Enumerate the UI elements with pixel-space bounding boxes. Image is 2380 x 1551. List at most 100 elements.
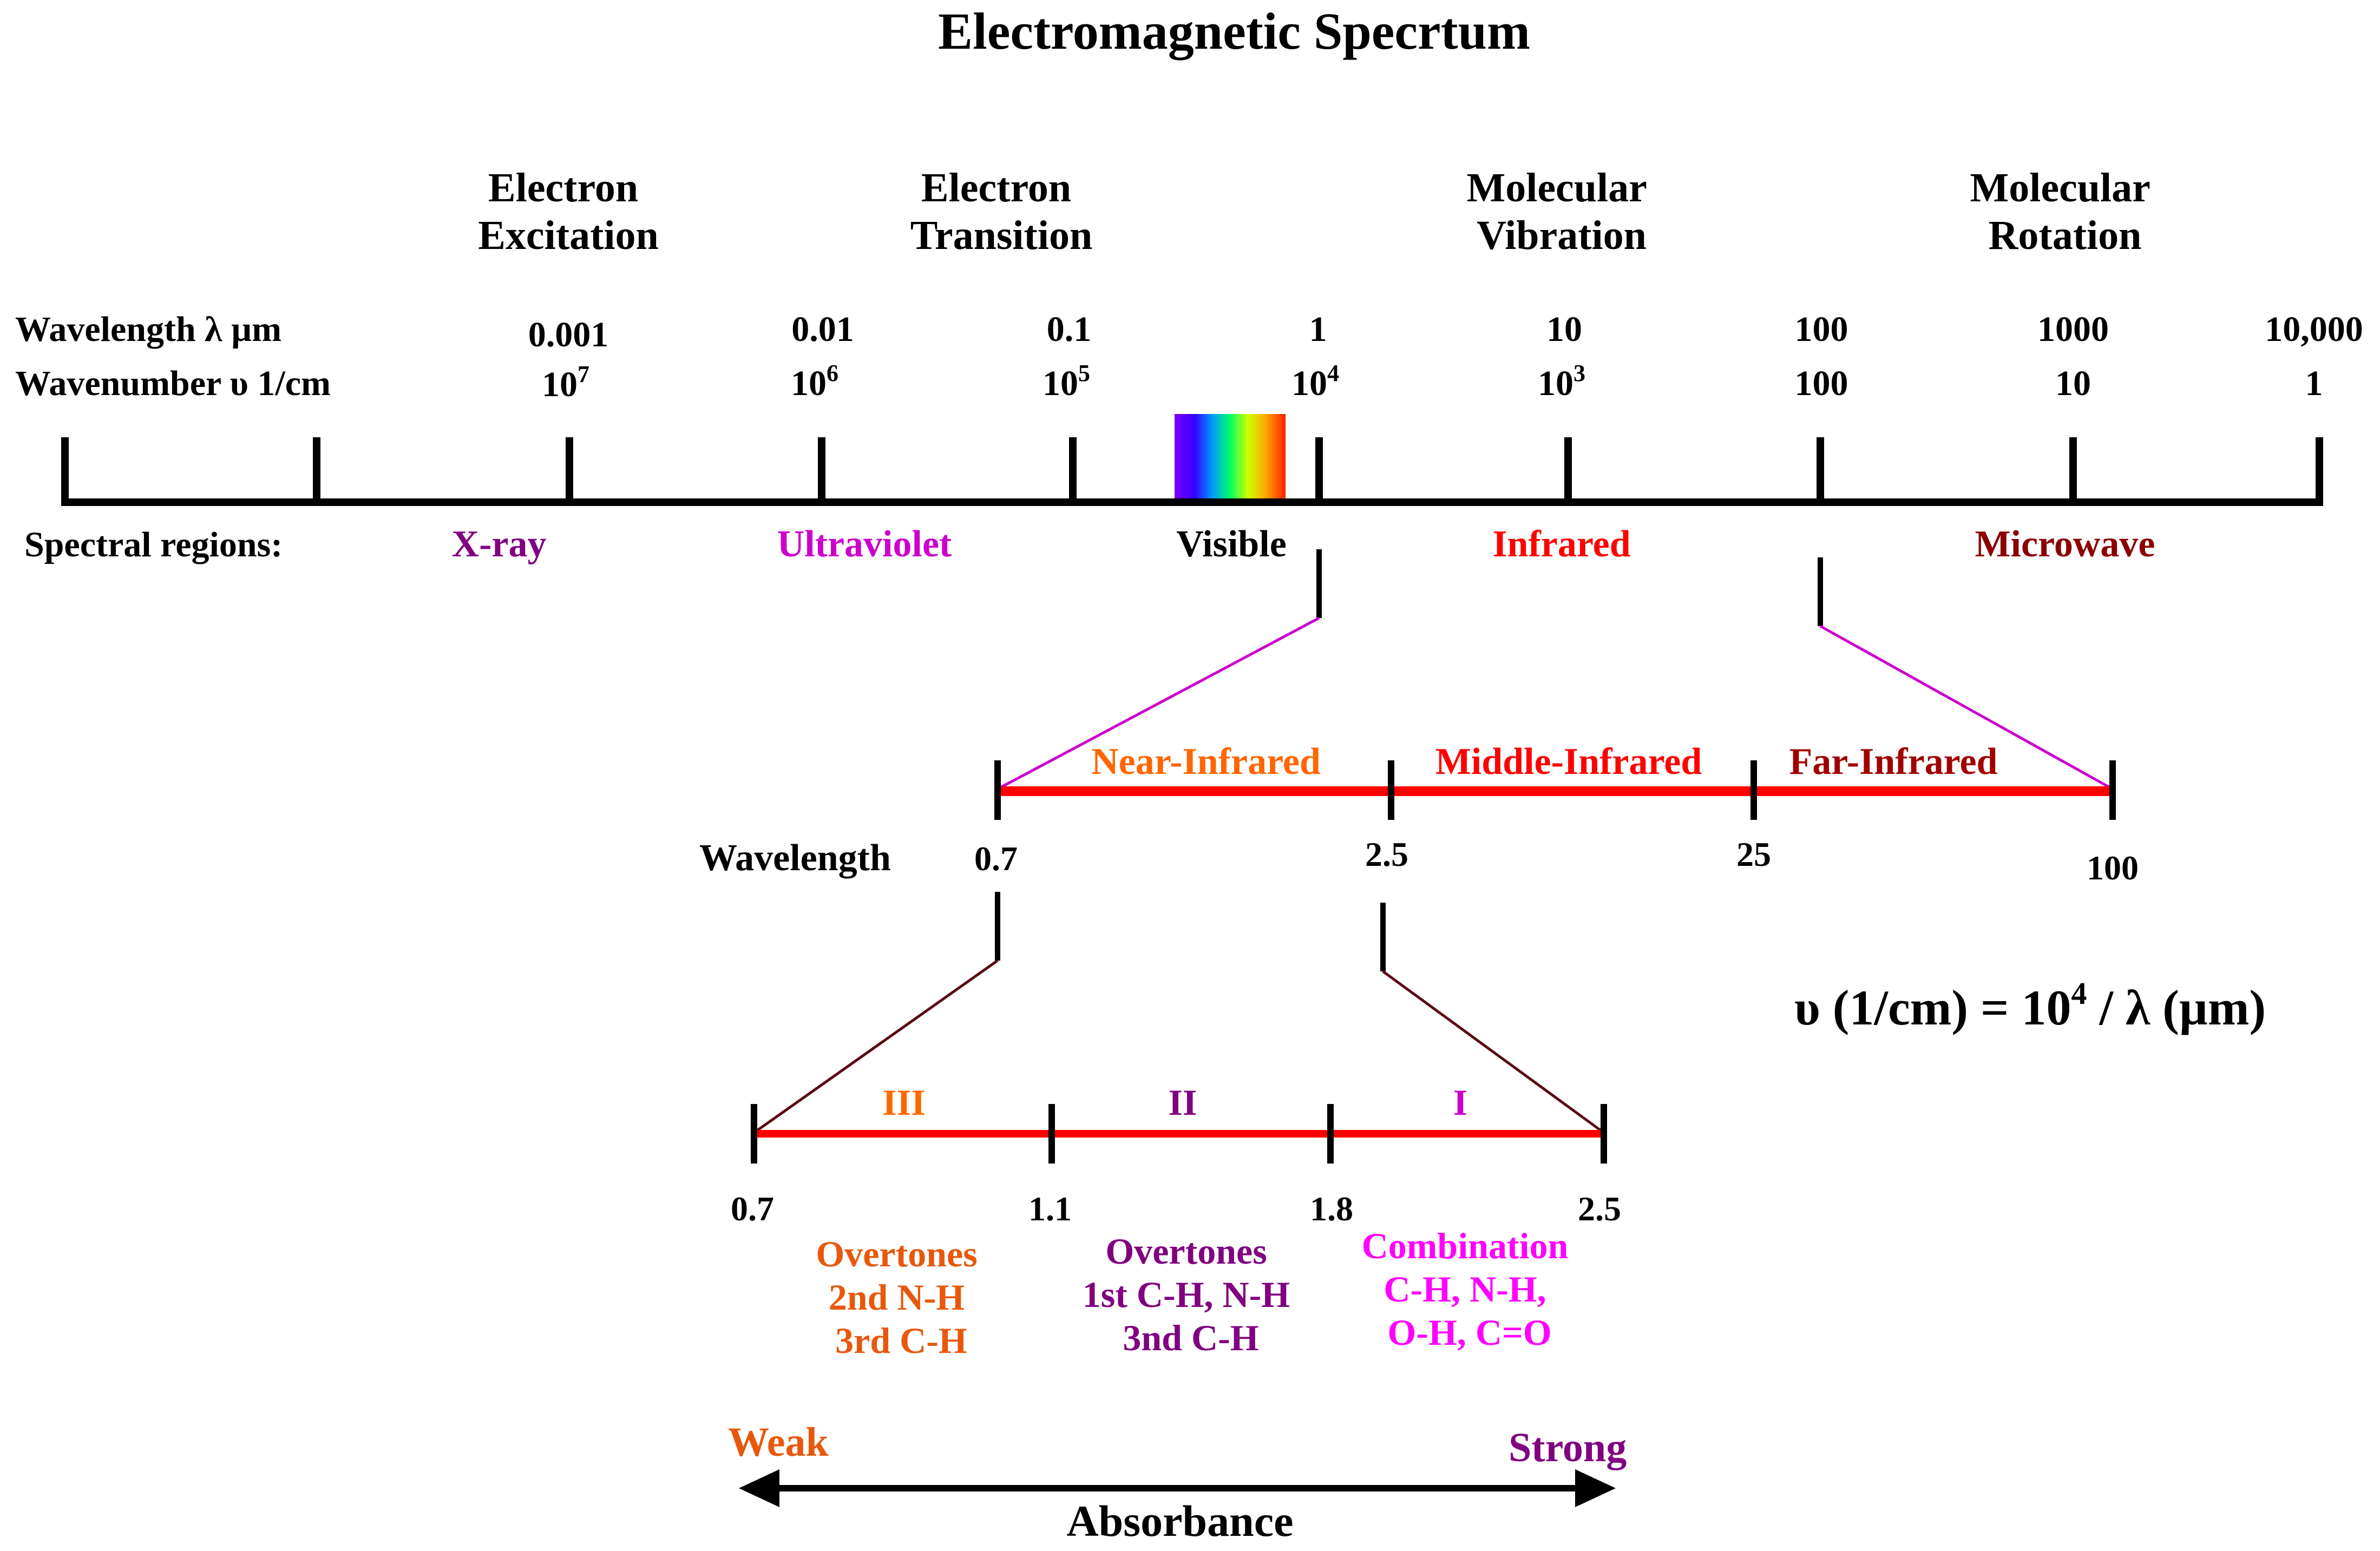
infrared-wavelength-label: Wavelength (699, 837, 891, 879)
range-numeral-ii: II (1169, 1082, 1197, 1123)
wavenumber-exponent: 6 (827, 360, 838, 386)
arrow-right-head-icon (1575, 1469, 1616, 1507)
wavenumber-tick-labels: 107 106 105 104 103 100 10 1 (542, 360, 2323, 404)
note-line: 3nd C-H (1123, 1317, 1258, 1358)
wavelength-tick-label: 0.001 (528, 315, 609, 354)
region-visible: Visible (1176, 523, 1287, 565)
diagram-title: Electromagnetic Specrtum (938, 2, 1530, 60)
wavenumber-base: 10 (1043, 364, 1078, 403)
category-line: Vibration (1477, 213, 1647, 258)
wavenumber-exponent: 3 (1573, 360, 1585, 386)
category-line: Molecular (1466, 165, 1647, 211)
wavelength-tick-label: 10 (1546, 310, 1582, 349)
formula-exponent: 4 (2071, 976, 2087, 1011)
conversion-formula: υ (1/cm) = 104 / λ (µm) (1794, 976, 2266, 1035)
note-overtones-range-iii: Overtones 2nd N-H 3rd C-H (816, 1233, 986, 1361)
category-line: Transition (910, 213, 1092, 258)
region-ultraviolet: Ultraviolet (777, 523, 952, 565)
infrared-tick-labels: 0.7 2.5 25 100 (974, 835, 2139, 887)
wavelength-row-label: Wavelength λ µm (15, 310, 281, 349)
zoom-line-right (1382, 970, 1605, 1134)
wavelength-tick-label: 1000 (2037, 310, 2109, 349)
wavenumber-base: 100 (1795, 364, 1848, 403)
wavenumber-tick-label: 105 (1043, 360, 1090, 403)
zoom-line-right (1819, 625, 2114, 791)
wavenumber-tick-label: 107 (542, 361, 589, 404)
near-infrared-axis (751, 1104, 1607, 1164)
formula-left: υ (1/cm) = 10 (1794, 980, 2071, 1035)
note-line: C-H, N-H, (1384, 1269, 1546, 1310)
spectral-region-labels: X-ray Ultraviolet Visible Infrared Micro… (452, 523, 2155, 565)
band-middle-infrared: Middle-Infrared (1435, 741, 1702, 783)
wavenumber-tick-label: 10 (2055, 364, 2091, 403)
zoom-line-left (996, 616, 1320, 791)
band-far-infrared: Far-Infrared (1789, 741, 1998, 783)
category-line: Rotation (1989, 213, 2142, 258)
wavenumber-base: 10 (542, 365, 578, 404)
range-numeral-i: I (1453, 1082, 1467, 1123)
wavenumber-base: 1 (2305, 364, 2323, 403)
near-infrared-notes: Overtones 2nd N-H 3rd C-H Overtones 1st … (816, 1225, 1569, 1361)
near-infrared-zoom-connectors (753, 892, 1605, 1134)
wavenumber-tick-label: 104 (1291, 360, 1339, 403)
region-x-ray: X-ray (452, 523, 547, 565)
wavelength-tick-label: 10,000 (2265, 310, 2363, 349)
band-near-infrared: Near-Infrared (1091, 741, 1321, 783)
absorbance-label: Absorbance (1066, 1496, 1293, 1546)
weak-label: Weak (728, 1419, 829, 1465)
strong-label: Strong (1509, 1425, 1627, 1470)
infrared-tick-label: 100 (2087, 849, 2139, 887)
infrared-tick-label: 0.7 (974, 839, 1018, 878)
range-numeral-iii: III (882, 1082, 925, 1123)
note-line: 3rd C-H (835, 1320, 967, 1361)
wavenumber-row-label: Wavenumber υ 1/cm (15, 364, 331, 403)
main-axis (61, 437, 2323, 506)
category-molecular-rotation: Molecular Rotation (1970, 165, 2160, 258)
category-headers: Electron Excitation Electron Transition … (478, 165, 2160, 258)
wavelength-tick-label: 0.01 (791, 310, 854, 349)
near-infrared-tick-label: 1.1 (1028, 1189, 1072, 1228)
infrared-tick-label: 25 (1736, 835, 1771, 873)
note-line: Combination (1362, 1225, 1569, 1266)
wavenumber-tick-label: 1 (2305, 364, 2323, 403)
wavenumber-exponent: 4 (1327, 360, 1339, 386)
wavenumber-base: 10 (1291, 364, 1327, 403)
infrared-zoom-connectors (996, 549, 2114, 791)
wavelength-tick-label: 100 (1795, 310, 1848, 349)
category-electron-excitation: Electron Excitation (478, 165, 659, 258)
wavenumber-base: 10 (1538, 364, 1573, 403)
wavenumber-tick-label: 106 (791, 360, 838, 403)
wavenumber-base: 10 (791, 364, 827, 403)
absorbance-arrow (739, 1469, 1616, 1507)
region-microwave: Microwave (1975, 523, 2155, 565)
note-overtones-range-ii: Overtones 1st C-H, N-H 3nd C-H (1083, 1231, 1299, 1358)
wavelength-tick-label: 1 (1309, 310, 1327, 349)
near-infrared-tick-label: 0.7 (731, 1189, 774, 1228)
category-molecular-vibration: Molecular Vibration (1466, 165, 1656, 258)
infrared-tick-label: 2.5 (1365, 835, 1408, 873)
wavelength-tick-label: 0.1 (1047, 310, 1092, 349)
near-infrared-tick-labels: 0.7 1.1 1.8 2.5 (731, 1189, 1621, 1228)
note-line: Overtones (816, 1233, 977, 1274)
near-infrared-tick-label: 2.5 (1578, 1189, 1621, 1228)
category-line: Molecular (1970, 165, 2150, 211)
region-infrared: Infrared (1492, 523, 1630, 565)
wavenumber-tick-label: 103 (1538, 360, 1585, 403)
note-line: Overtones (1105, 1231, 1267, 1272)
note-line: 1st C-H, N-H (1083, 1274, 1290, 1315)
infrared-band-labels: Near-Infrared Middle-Infrared Far-Infrar… (1091, 741, 1997, 783)
category-line: Excitation (478, 213, 659, 258)
category-electron-transition: Electron Transition (910, 165, 1092, 258)
wavenumber-base: 10 (2055, 364, 2091, 403)
near-infrared-tick-label: 1.8 (1310, 1189, 1353, 1228)
arrow-left-head-icon (739, 1469, 779, 1507)
wavelength-tick-labels: 0.001 0.01 0.1 1 10 100 1000 10,000 (528, 310, 2363, 354)
wavenumber-exponent: 5 (1078, 360, 1090, 386)
wavenumber-tick-label: 100 (1795, 364, 1848, 403)
category-line: Electron (921, 165, 1071, 211)
formula-right: / λ (µm) (2087, 980, 2266, 1035)
near-infrared-range-numerals: III II I (882, 1082, 1467, 1123)
note-line: O-H, C=O (1387, 1312, 1551, 1353)
infrared-axis (994, 760, 2116, 820)
